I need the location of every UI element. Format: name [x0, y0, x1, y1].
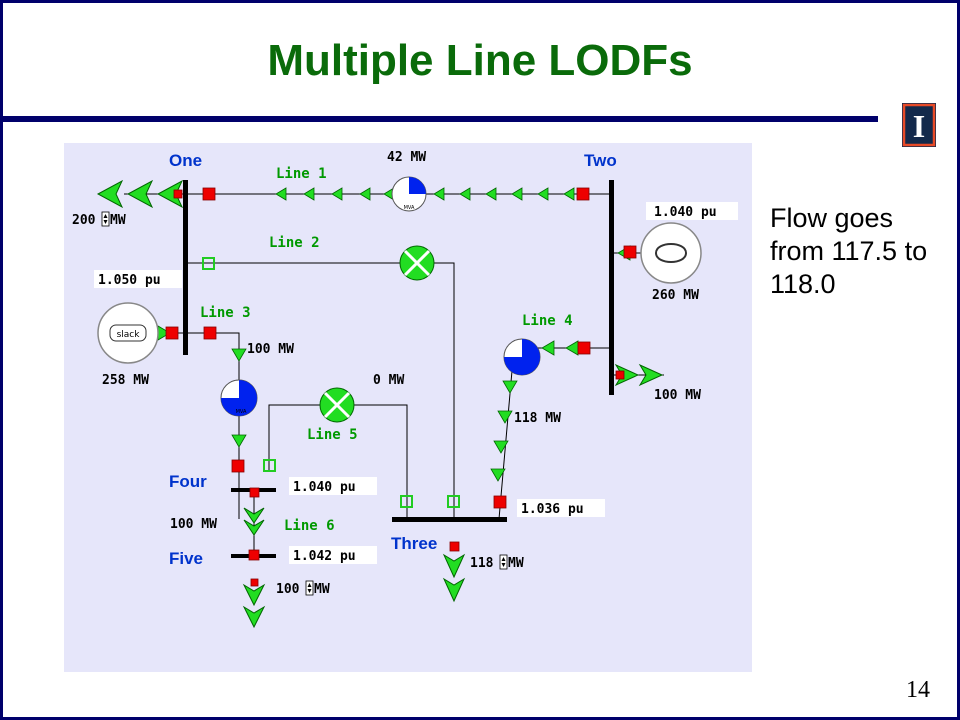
svg-text:1.040 pu: 1.040 pu	[293, 480, 356, 495]
load-two-mw: 100 MW	[654, 388, 701, 403]
load-one-value: 200 MW	[72, 211, 126, 228]
line2-conductor	[186, 262, 455, 519]
svg-text:100: 100	[276, 582, 300, 597]
load-four-mw: 100 MW	[170, 517, 217, 532]
svg-text:MVA: MVA	[404, 205, 415, 211]
line4-flow-arrows	[490, 380, 518, 482]
line1-flow-arrows	[275, 187, 575, 201]
bus-three-label: Three	[391, 534, 437, 553]
line5-label: Line 5	[307, 427, 358, 443]
line2-open-symbol	[399, 245, 435, 281]
open-breakers	[202, 257, 460, 508]
load-three-arrows	[442, 553, 466, 603]
logo-letter: I	[913, 108, 925, 144]
flow-note: Flow goes from 117.5 to 118.0	[770, 203, 928, 299]
load-one-arrows	[96, 179, 184, 209]
gen-two-mw: 260 MW	[652, 288, 699, 303]
university-logo: I	[902, 103, 936, 147]
line4-flow: 118 MW	[514, 411, 561, 426]
slack-label: slack	[117, 330, 141, 340]
svg-text:1.040 pu: 1.040 pu	[654, 205, 717, 220]
line1-pie-chart: MVA	[391, 176, 427, 212]
bus-three	[392, 517, 507, 522]
svg-text:1.050 pu: 1.050 pu	[98, 273, 161, 288]
generator-two	[640, 222, 702, 284]
svg-text:118: 118	[470, 556, 494, 571]
load-four-arrows	[243, 507, 265, 536]
voltage-five: 1.042 pu	[289, 546, 377, 564]
load-three-value: 118 MW	[470, 554, 524, 571]
power-system-oneline: One Two Three Four Five Line 1 Line 2 Li…	[64, 143, 752, 672]
line3-pie-chart: MVA	[220, 379, 258, 417]
bus-two	[609, 180, 614, 395]
svg-text:1.042 pu: 1.042 pu	[293, 549, 356, 564]
line1-label: Line 1	[276, 166, 327, 182]
voltage-four: 1.040 pu	[289, 477, 377, 495]
diagram-background	[64, 143, 752, 672]
bus-one	[183, 180, 188, 355]
line3-flow: 100 MW	[247, 342, 294, 357]
slide-title: Multiple Line LODFs	[267, 36, 693, 85]
svg-text:1.036 pu: 1.036 pu	[521, 502, 584, 517]
load-five-value: 100 MW	[276, 580, 330, 597]
voltage-one: 1.050 pu	[94, 270, 182, 288]
bus-one-label: One	[169, 151, 202, 170]
line2-label: Line 2	[269, 235, 320, 251]
line4-pie-chart	[503, 338, 541, 376]
line5-flow: 0 MW	[373, 373, 404, 388]
voltage-three: 1.036 pu	[517, 499, 605, 517]
line6-label: Line 6	[284, 518, 335, 534]
title-rule	[3, 116, 878, 122]
line3-label: Line 3	[200, 305, 251, 321]
line4-label: Line 4	[522, 313, 573, 329]
closed-breakers	[165, 187, 637, 587]
load-two-arrows	[614, 363, 664, 387]
line5-open-symbol	[319, 387, 355, 423]
load-five-arrows	[242, 583, 266, 629]
svg-text:MVA: MVA	[236, 409, 247, 415]
line3-flow-arrows	[231, 348, 247, 448]
slack-generator: slack	[97, 302, 159, 364]
bus-five-label: Five	[169, 549, 203, 568]
svg-text:MW: MW	[508, 556, 524, 571]
slack-gen-mw: 258 MW	[102, 373, 149, 388]
voltage-two: 1.040 pu	[646, 202, 738, 220]
svg-text:200: 200	[72, 213, 96, 228]
bus-four-label: Four	[169, 472, 207, 491]
bus-two-label: Two	[584, 151, 617, 170]
page-number: 14	[906, 677, 930, 703]
svg-text:MW: MW	[110, 213, 126, 228]
svg-text:MW: MW	[314, 582, 330, 597]
line1-flow: 42 MW	[387, 150, 426, 165]
